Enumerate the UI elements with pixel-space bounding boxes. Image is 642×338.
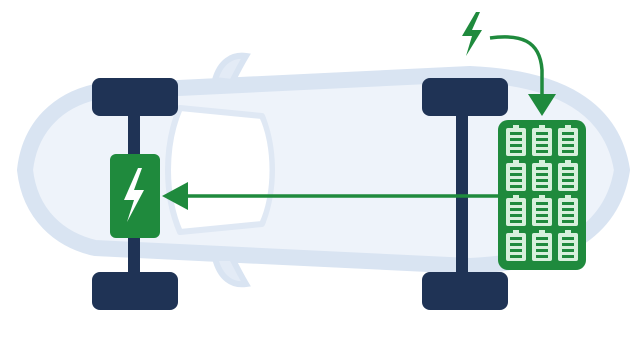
battery-cell-icon [558,160,578,191]
battery-cell-icon [506,230,526,261]
front-right-wheel [92,272,178,310]
mirror-bottom [211,255,251,288]
lightning-bolt-icon [462,12,482,56]
electric-motor [110,154,160,238]
rear-axle [456,112,468,292]
rear-right-wheel [422,272,508,310]
lightning-bolt-icon [124,168,144,222]
battery-cell-icon [532,230,552,261]
charge-flow-curve [489,35,544,98]
cabin-roof [266,110,480,230]
front-left-wheel [92,78,178,116]
battery-cell-icon [506,125,526,156]
mirror-top [211,52,251,86]
battery-cell-icon [558,125,578,156]
charging-input [462,12,556,116]
battery-cell-icon [558,195,578,226]
battery-cell-icon [532,160,552,191]
battery-cell-icon [558,230,578,261]
power-flow-arrow [162,182,500,210]
arrow-down-icon [528,94,556,116]
battery-cell-icon [532,125,552,156]
battery-pack [498,120,586,270]
windshield [165,105,276,235]
rear-left-wheel [422,78,508,116]
arrow-left-icon [162,182,188,210]
battery-cell-icon [532,195,552,226]
battery-cell-icon [506,160,526,191]
battery-cell-icon [506,195,526,226]
battery-cells [506,125,578,261]
